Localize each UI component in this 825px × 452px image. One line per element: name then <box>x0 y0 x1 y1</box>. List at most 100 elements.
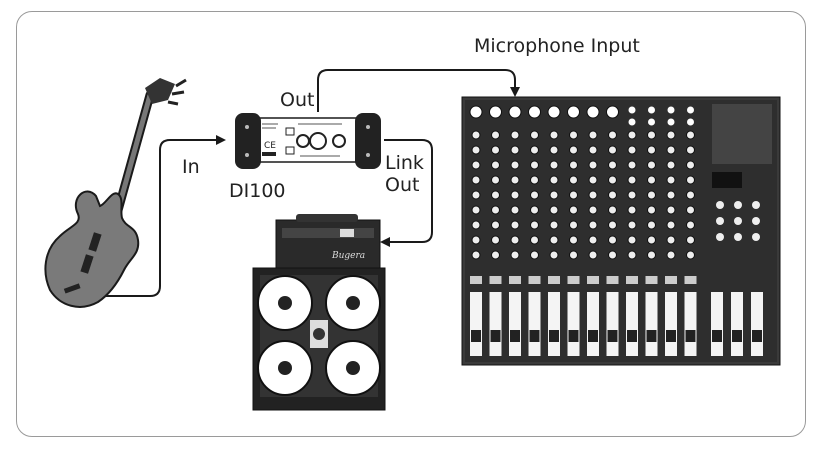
channel-knob <box>588 250 598 260</box>
fader-slot <box>528 292 541 356</box>
speaker-dustcap <box>278 361 292 375</box>
channel-knob <box>666 130 676 140</box>
channel-knob <box>530 190 539 200</box>
channel-knob <box>491 220 500 230</box>
fader-cap <box>471 330 481 342</box>
channel-knob <box>666 220 676 230</box>
channel-knob <box>471 235 481 245</box>
channel-knob <box>647 235 656 245</box>
channel-knob <box>530 175 539 185</box>
fader-slot <box>665 292 677 356</box>
fader-slot <box>645 292 658 356</box>
channel-button <box>684 276 697 284</box>
channel-knob <box>471 175 481 185</box>
amp-brand-logo: Bugera <box>331 251 365 261</box>
channel-knob <box>569 250 578 260</box>
jack-input <box>648 118 655 126</box>
fader-slot <box>684 292 697 356</box>
channel-button <box>626 276 638 284</box>
channel-knob <box>549 175 559 185</box>
meter-display <box>712 172 742 188</box>
master-knob <box>734 233 742 241</box>
channel-knob <box>491 175 500 185</box>
jack-input <box>667 118 675 126</box>
fader-cap <box>549 330 559 342</box>
xlr-input <box>508 105 522 119</box>
label-out: Out <box>280 89 315 111</box>
fader-cap <box>510 330 520 342</box>
channel-knob <box>608 220 617 230</box>
master-fader-cap <box>712 330 722 342</box>
channel-knob <box>608 130 617 140</box>
channel-knob <box>627 250 637 260</box>
channel-knob <box>647 160 656 170</box>
master-knob <box>752 217 760 225</box>
channel-knob <box>588 220 598 230</box>
channel-knob <box>549 130 559 140</box>
fader-cap <box>588 330 598 342</box>
master-fader-cap <box>752 330 762 342</box>
fader-cap <box>666 330 676 342</box>
master-knob <box>716 201 724 209</box>
channel-knob <box>549 190 559 200</box>
channel-knob <box>686 220 695 230</box>
channel-knob <box>530 145 539 155</box>
channel-knob <box>627 235 637 245</box>
di100-box-illustration: CE <box>235 113 381 169</box>
channel-knob <box>530 130 539 140</box>
fader-slot <box>626 292 638 356</box>
channel-knob <box>491 160 500 170</box>
master-panel <box>712 104 772 164</box>
jack-input <box>667 106 675 114</box>
fader-slot <box>509 292 521 356</box>
channel-knob <box>608 235 617 245</box>
master-knob <box>734 201 742 209</box>
channel-knob <box>588 175 598 185</box>
channel-knob <box>686 190 695 200</box>
channel-knob <box>647 130 656 140</box>
channel-knob <box>647 250 656 260</box>
fader-cap <box>646 330 657 342</box>
xlr-input <box>528 105 541 119</box>
channel-knob <box>627 130 637 140</box>
xlr-input <box>547 105 561 119</box>
mixer-illustration <box>461 96 781 366</box>
channel-button <box>587 276 599 284</box>
channel-knob <box>491 145 500 155</box>
channel-knob <box>510 130 520 140</box>
channel-knob <box>491 205 500 215</box>
cable-link-out-to-amp <box>380 139 433 247</box>
channel-button <box>548 276 560 284</box>
master-fader-cap <box>732 330 742 342</box>
channel-knob <box>510 160 520 170</box>
channel-knob <box>627 220 637 230</box>
channel-knob <box>549 145 559 155</box>
channel-knob <box>569 130 578 140</box>
channel-knob <box>608 250 617 260</box>
channel-knob <box>608 145 617 155</box>
fader-slot <box>587 292 599 356</box>
master-knob <box>752 233 760 241</box>
channel-knob <box>608 175 617 185</box>
channel-knob <box>686 205 695 215</box>
channel-knob <box>549 250 559 260</box>
channel-knob <box>647 145 656 155</box>
master-knob <box>716 217 724 225</box>
channel-knob <box>549 220 559 230</box>
label-in: In <box>182 156 200 178</box>
channel-knob <box>666 160 676 170</box>
channel-knob <box>491 130 500 140</box>
fader-slot <box>470 292 482 356</box>
channel-knob <box>686 250 695 260</box>
label-link-out: Out <box>385 174 420 196</box>
channel-knob <box>549 205 559 215</box>
channel-knob <box>530 235 539 245</box>
channel-knob <box>588 160 598 170</box>
jack-input <box>687 118 694 126</box>
channel-knob <box>471 250 481 260</box>
jack-input <box>648 106 655 114</box>
fader-cap <box>568 330 579 342</box>
channel-knob <box>471 145 481 155</box>
channel-knob <box>471 160 481 170</box>
